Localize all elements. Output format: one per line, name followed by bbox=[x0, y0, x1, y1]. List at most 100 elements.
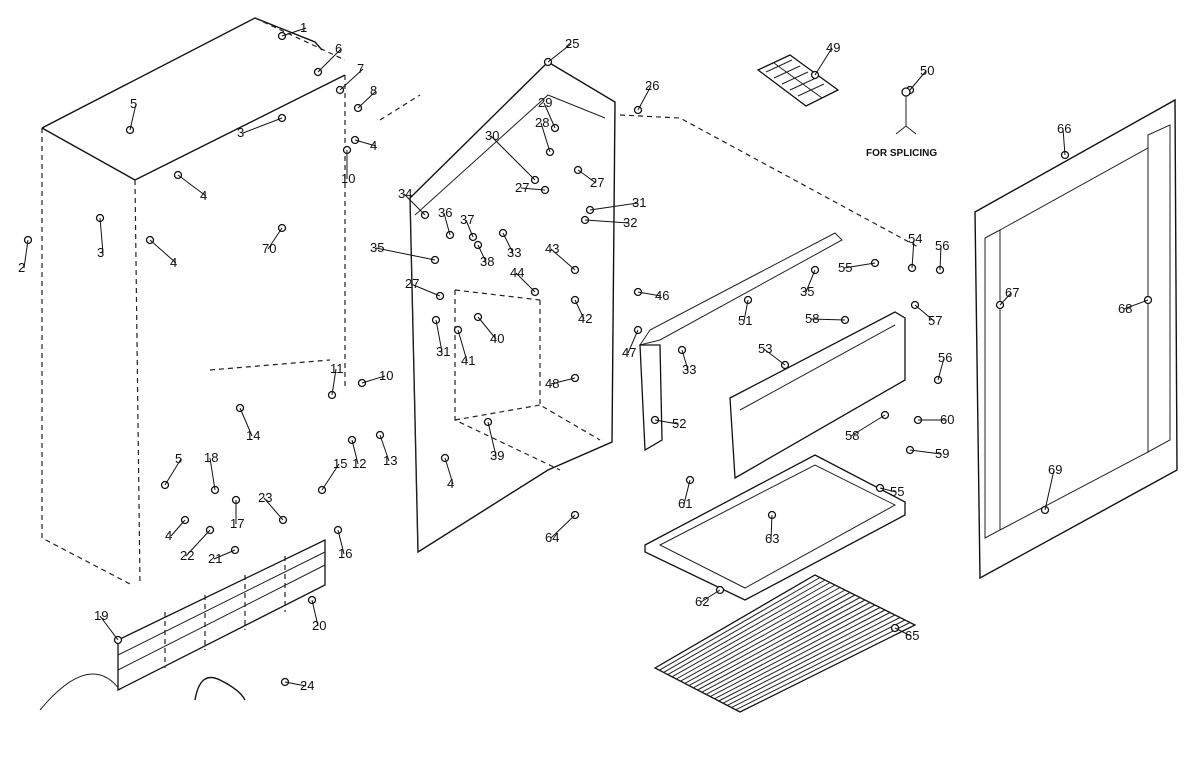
callout-c28: 28 bbox=[535, 115, 549, 130]
leader-c67 bbox=[999, 292, 1012, 306]
wire-shelf-rod bbox=[697, 599, 866, 691]
power-cord bbox=[194, 676, 246, 701]
leader-c65 bbox=[894, 627, 912, 637]
callout-c17: 17 bbox=[230, 516, 244, 531]
callout-c55b: 55 bbox=[890, 484, 904, 499]
callout-c1: 1 bbox=[300, 20, 307, 35]
leader-c27c bbox=[577, 169, 597, 184]
drip-tray bbox=[644, 454, 906, 601]
leader-lines bbox=[23, 27, 1149, 687]
wire-shelf-rod bbox=[659, 577, 821, 671]
wire-shelf-rod bbox=[693, 597, 861, 689]
leader-c21 bbox=[213, 549, 236, 560]
callout-c5b: 5 bbox=[175, 451, 182, 466]
leader-c58b bbox=[850, 414, 886, 437]
leader-c70 bbox=[267, 227, 283, 250]
leader-c48 bbox=[550, 377, 576, 385]
wire-shelf-rod bbox=[710, 607, 881, 698]
callout-c55a: 55 bbox=[838, 260, 852, 275]
callout-c53: 53 bbox=[758, 341, 772, 356]
leader-c55a bbox=[843, 262, 876, 269]
leader-c47 bbox=[627, 329, 639, 354]
cabinet-door bbox=[974, 98, 1178, 580]
leader-c39 bbox=[487, 421, 497, 457]
callout-c54: 54 bbox=[908, 231, 922, 246]
callout-c12: 12 bbox=[352, 456, 366, 471]
callout-c56b: 56 bbox=[938, 350, 952, 365]
wire-shelf-rod bbox=[714, 609, 886, 700]
callout-c15: 15 bbox=[333, 456, 347, 471]
callout-c18: 18 bbox=[204, 450, 218, 465]
callout-c67: 67 bbox=[1005, 285, 1019, 300]
callout-c57: 57 bbox=[928, 313, 942, 328]
callout-c64: 64 bbox=[545, 530, 559, 545]
leader-c35b bbox=[805, 269, 816, 293]
leader-c15 bbox=[321, 463, 340, 491]
leader-c19 bbox=[99, 615, 119, 641]
callout-c29: 29 bbox=[538, 95, 552, 110]
callout-c5a: 5 bbox=[130, 96, 137, 111]
leader-c57 bbox=[914, 304, 935, 322]
leader-c33a bbox=[502, 232, 514, 254]
leader-c16 bbox=[337, 529, 345, 555]
leader-c63 bbox=[770, 514, 773, 540]
callout-c33b: 33 bbox=[682, 362, 696, 377]
leader-c5a bbox=[129, 103, 137, 131]
leader-c10b bbox=[361, 375, 386, 384]
callout-c4a: 4 bbox=[200, 188, 207, 203]
leader-c3b bbox=[99, 217, 104, 254]
callout-c32: 32 bbox=[623, 215, 637, 230]
leader-c41 bbox=[457, 329, 468, 362]
callout-c27a: 27 bbox=[405, 276, 419, 291]
callout-c37: 37 bbox=[460, 212, 474, 227]
callout-c8: 8 bbox=[370, 83, 377, 98]
leader-c62 bbox=[700, 589, 721, 603]
callout-c22: 22 bbox=[180, 548, 194, 563]
leader-c53 bbox=[763, 348, 786, 366]
leader-c27b bbox=[520, 187, 546, 191]
callout-c11: 11 bbox=[330, 361, 344, 376]
callout-c30: 30 bbox=[485, 128, 499, 143]
callout-c33a: 33 bbox=[507, 245, 521, 260]
leader-c68 bbox=[1123, 299, 1149, 310]
callout-c35a: 35 bbox=[370, 240, 384, 255]
callout-c40: 40 bbox=[490, 331, 504, 346]
ice-cube-tray bbox=[756, 54, 840, 107]
leader-c58a bbox=[810, 318, 846, 321]
leader-c30 bbox=[490, 135, 536, 181]
callout-c24: 24 bbox=[300, 678, 314, 693]
callout-c68: 68 bbox=[1118, 301, 1132, 316]
callout-c27c: 27 bbox=[590, 175, 604, 190]
leader-c69 bbox=[1044, 469, 1055, 511]
leader-c55b bbox=[879, 487, 897, 493]
leader-c4b bbox=[149, 239, 177, 264]
leader-c27a bbox=[410, 283, 441, 297]
callout-c16: 16 bbox=[338, 546, 352, 561]
callout-c48: 48 bbox=[545, 376, 559, 391]
callout-c4b: 4 bbox=[170, 255, 177, 270]
leader-c52 bbox=[654, 419, 679, 425]
callout-c10a: 10 bbox=[341, 171, 355, 186]
leader-c11 bbox=[331, 368, 337, 396]
callout-c39: 39 bbox=[490, 448, 504, 463]
callout-c52: 52 bbox=[672, 416, 686, 431]
leader-c7 bbox=[339, 68, 364, 91]
leader-c34 bbox=[403, 193, 426, 216]
leader-c64 bbox=[550, 514, 576, 539]
leader-c22 bbox=[185, 529, 211, 557]
wire-shelf-rod bbox=[727, 617, 901, 706]
callout-c70: 70 bbox=[262, 241, 276, 256]
callout-c36: 36 bbox=[438, 205, 452, 220]
callout-c10b: 10 bbox=[379, 368, 393, 383]
leader-c26 bbox=[637, 85, 652, 111]
callout-c26: 26 bbox=[645, 78, 659, 93]
leader-c20 bbox=[311, 599, 319, 627]
callout-c31a: 31 bbox=[436, 344, 450, 359]
callout-c60: 60 bbox=[940, 412, 954, 427]
wire-shelf-rod bbox=[680, 589, 846, 682]
leader-c32 bbox=[584, 219, 630, 224]
callout-c2: 2 bbox=[18, 260, 25, 275]
leader-c36 bbox=[443, 212, 451, 236]
leader-c49 bbox=[814, 47, 833, 76]
wire-shelf-rod bbox=[701, 602, 871, 693]
